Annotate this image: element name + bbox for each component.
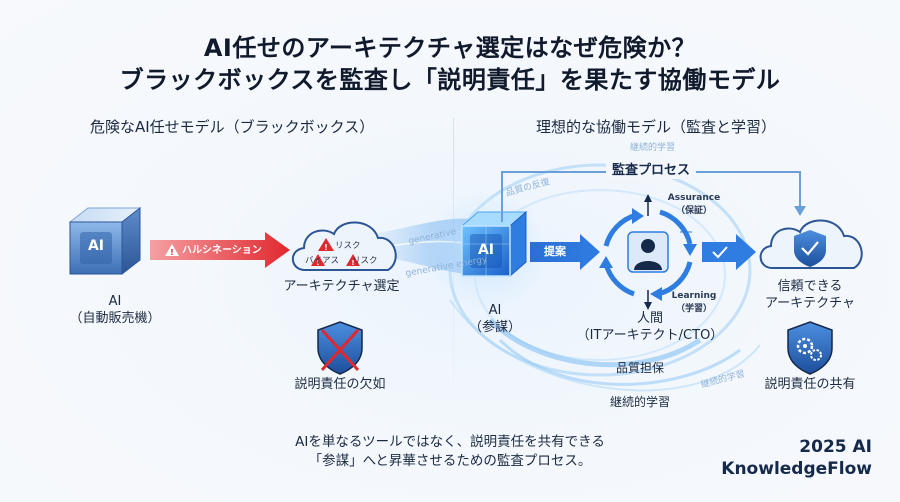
trusted-architecture-caption: 信頼できる アーキテクチャ [755, 278, 865, 312]
approval-arrow-icon [702, 234, 756, 270]
title-line-2: ブラックボックスを監査し「説明責任」を果たす協働モデル [119, 66, 781, 94]
learning-label: Learning （学習） [660, 290, 728, 316]
right-ai-cube-icon [460, 210, 528, 278]
right-ai-caption-1: AI [488, 303, 502, 318]
right-ai-cube-label: AI [477, 242, 495, 258]
right-ai-caption: AI （参謀） [455, 302, 535, 336]
lack-of-accountability-caption: 説明責任の欠如 [294, 377, 386, 392]
faint-continuous-top: 継続的学習 [630, 143, 676, 153]
svg-text:!: ! [324, 243, 328, 252]
svg-text:!: ! [351, 259, 354, 267]
warning-icon [165, 244, 179, 256]
trusted-caption-2: アーキテクチャ [764, 296, 856, 311]
trusted-caption-1: 信頼できる [777, 279, 843, 294]
right-ai-caption-2: （参謀） [468, 320, 521, 335]
risk-warning-icon-top: ! [318, 238, 334, 252]
gear-shield-icon [787, 321, 833, 375]
human-caption-1: 人間 [636, 311, 663, 326]
left-ai-cube-icon [68, 206, 142, 276]
risk-warning-icon-left: ! [311, 254, 325, 267]
left-section-heading: 危険なAI任せモデル（ブラックボックス） [90, 118, 375, 136]
architecture-selection-caption: アーキテクチャ選定 [283, 279, 400, 294]
cloud-risk-top: リスク [335, 241, 361, 251]
shared-accountability-caption: 説明責任の共有 [764, 377, 856, 392]
svg-text:!: ! [170, 248, 174, 257]
right-section-heading: 理想的な協働モデル（監査と学習） [536, 118, 777, 136]
risk-warning-icon-right: ! [346, 254, 360, 267]
left-ai-caption: AI （自動販売機） [55, 293, 175, 327]
proposal-label: 提案 [544, 245, 566, 258]
left-ai-caption-1: AI [108, 294, 122, 309]
brand-mark: 2025 AI KnowledgeFlow [721, 436, 872, 480]
left-ai-caption-2: （自動販売機） [69, 311, 161, 326]
cloud-risk-right: リスク [352, 256, 378, 266]
brand-line-2: KnowledgeFlow [721, 459, 872, 479]
svg-text:!: ! [316, 259, 319, 267]
cloud-risk-bias: バイアス [305, 256, 340, 266]
human-icon [627, 231, 669, 273]
proposal-arrow-icon [530, 234, 600, 270]
learning-label-1: Learning [671, 291, 717, 301]
footer-line-2: 「参謀」へと昇華させるための監査プロセス。 [308, 453, 592, 469]
assurance-label: Assurance （保証） [660, 192, 728, 218]
hallucination-label: ハルシネーション [182, 245, 262, 256]
audit-process-label: 監査プロセス [606, 162, 696, 179]
human-caption-2: （ITアーキテクト/CTO） [576, 328, 724, 343]
continuous-learning-label: 継続的学習 [609, 395, 670, 409]
brand-line-1: 2025 AI [799, 437, 872, 457]
broken-shield-icon [317, 321, 363, 375]
hallucination-arrow-icon [150, 232, 290, 268]
footer-summary: AIを単なるツールではなく、説明責任を共有できる 「参謀」へと昇華させるための監… [200, 433, 700, 471]
title-line-1: AI任せのアーキテクチャ選定はなぜ危険か？ [203, 34, 697, 62]
assurance-label-1: Assurance [667, 193, 721, 203]
footer-line-1: AIを単なるツールではなく、説明責任を共有できる [295, 434, 605, 450]
quality-assurance-label: 品質担保 [615, 361, 664, 375]
learning-label-2: （学習） [675, 304, 712, 314]
human-caption: 人間 （ITアーキテクト/CTO） [575, 310, 725, 344]
assurance-label-2: （保証） [675, 206, 712, 216]
left-ai-cube-label: AI [87, 238, 105, 254]
feedback-cycle-icon [599, 208, 697, 301]
shield-check-icon [794, 230, 826, 267]
